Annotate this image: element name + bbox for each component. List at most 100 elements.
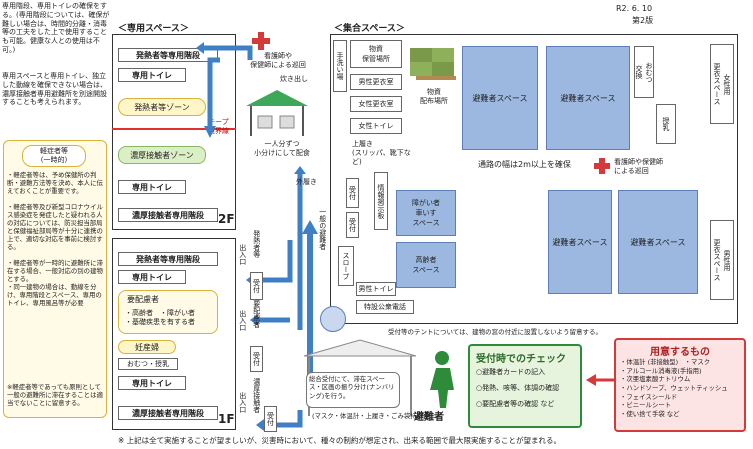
tape-boundary xyxy=(112,128,236,130)
general-route-column: 一般の避難者 xyxy=(318,168,332,318)
private-space-title: ＜専用スペース＞ xyxy=(118,24,189,34)
floor-2f xyxy=(112,34,236,230)
indoor-shoes-note: 上履き (スリッパ、靴下など) xyxy=(352,140,411,166)
tent-note: 受付等のテントについては、建物の窓の付近に設置しないよう留意する。 xyxy=(388,328,603,336)
male-changing-room: 男性更衣室 xyxy=(350,74,402,90)
floor-label-2f: 2F xyxy=(218,212,235,226)
supplies-arrow-icon xyxy=(586,374,614,386)
checklist-item-1: ○避難者カードの記入 xyxy=(476,368,546,376)
supply-item-6: ・ビニールシート xyxy=(620,401,672,410)
common-space-title: ＜集合スペース＞ xyxy=(334,24,405,34)
header-date: R2. 6. 10 xyxy=(616,4,653,13)
reception-fever: 受付 xyxy=(250,272,263,300)
contact-stair-1f: 濃厚接触者専用階段 xyxy=(118,406,218,420)
tape-label: テープ 境界線 xyxy=(208,118,229,135)
tent-callout: 総合受付にて、滞在スペース・区画の振り分け(ナンバリング)を行う。 xyxy=(306,372,400,408)
general-route-label: 一般の避難者 xyxy=(318,208,327,250)
fever-stair-2f: 発熱者等専用階段 xyxy=(118,48,218,62)
toilet-1f-2: 専用トイレ xyxy=(118,376,186,390)
intro-note: 専用階段、専用トイレの確保をする。(専用階段については、確保が難しい場合は、時間… xyxy=(2,2,110,54)
staff-patrol-note: 看護師や 保健師による巡回 xyxy=(250,52,306,69)
checklist-item-2-text: 発熱、咳等、体調の確認 xyxy=(482,384,560,392)
staff-patrol-note-2: 看護師や保健師 による巡回 xyxy=(614,158,663,175)
supply-item-7: ・使い捨て手袋 など xyxy=(620,410,728,419)
toilet-1f-1: 専用トイレ xyxy=(118,270,186,284)
disabled-space: 障がい者 車いす スペース xyxy=(396,190,456,236)
special-phone: 特設公衆電話 xyxy=(356,300,414,314)
floor-label-1f: 1F xyxy=(218,412,235,426)
info-board: 情報掲示板 xyxy=(374,172,388,230)
supplies-list: ・体温計 (非接触型) ・マスク ・アルコール消毒液(手指用) ・次亜塩素酸ナト… xyxy=(620,358,728,418)
wheelchair-icon xyxy=(320,306,346,332)
female-toilet: 女性トイレ xyxy=(350,118,402,134)
cooking-label: 炊き出し xyxy=(280,75,308,83)
route-arrows xyxy=(196,42,306,431)
male-toilet: 男性トイレ xyxy=(356,282,396,296)
fever-zone: 発熱者等ゾーン xyxy=(118,98,206,116)
reception-contact: 受付 xyxy=(264,406,277,432)
route-fever: 発熱者等 xyxy=(252,230,261,258)
supply-storage: 物資 保管場所 xyxy=(350,40,402,68)
cooking-tent-icon xyxy=(246,90,308,136)
care-title: 要配慮者 xyxy=(127,295,159,304)
contact-zone: 濃厚接触者ゾーン xyxy=(118,146,206,164)
care-area: 要配慮者 ・高齢者 ・障がい者 ・基礎疾患を有する者 xyxy=(118,290,218,334)
red-cross-icon xyxy=(250,30,274,54)
mild-case-body: ・軽症者等は、予め保健所の判断・避難方法等を決め、本人に伝えておくことが重要です… xyxy=(7,171,103,307)
contact-stair-2f: 濃厚接触者専用階段 xyxy=(118,208,218,222)
evacuee-icon xyxy=(430,351,454,408)
mild-case-title: 軽症者等 (一時的) xyxy=(22,145,86,167)
evac-space-3: 避難者スペース xyxy=(548,190,612,294)
route-contact: 濃厚接触者 xyxy=(252,378,261,413)
fever-stair-1f: 発熱者等専用階段 xyxy=(118,252,218,266)
outside-shoes-label: 外履き xyxy=(296,178,317,186)
checklist-item-3-text: 要配慮者等の確認 xyxy=(482,400,539,408)
floor-1f xyxy=(112,238,236,430)
portion-note: 一人分ずつ 小分けにして配食 xyxy=(254,140,310,157)
diaper-room-1f: おむつ・授乳 xyxy=(118,358,178,370)
slope: スロープ xyxy=(338,246,354,286)
supply-item-3: ・次亜塩素酸ナトリウム xyxy=(620,375,691,384)
nursing-room: 授乳 xyxy=(656,104,676,144)
checklist-title: 受付時でのチェック xyxy=(476,354,566,365)
care-items: ・高齢者 ・障がい者 ・基礎疾患を有する者 xyxy=(125,309,195,326)
route-care: 要配慮者 xyxy=(252,300,261,328)
footer-note: ※ 上記は全て実施することが望ましいが、災害時において、種々の制約が想定され、出… xyxy=(118,436,561,445)
reception-a: 受付 xyxy=(346,178,359,208)
second-note: 専用スペースと専用トイレ、独立した動線を確保できない場合は、濃厚接触者専用避難所… xyxy=(2,72,107,107)
route-exit-1: 出入口 xyxy=(238,244,247,265)
supplies-title: 用意するもの xyxy=(650,347,710,358)
distribution-point: 物資 配布場所 xyxy=(420,88,448,105)
diaper-room: おむつ 交換 xyxy=(634,46,654,98)
header-edition: 第2版 xyxy=(632,16,654,25)
male-changing-space: 男性用 更衣スペース xyxy=(710,220,734,300)
toilet-2f-2: 専用トイレ xyxy=(118,180,186,194)
checklist-item-1-text: 避難者カードの記入 xyxy=(482,368,546,376)
checklist-item-3: ○要配慮者等の確認 など xyxy=(476,400,555,408)
evac-space-1: 避難者スペース xyxy=(462,46,538,150)
mild-case-box: 軽症者等 (一時的) ・軽症者等は、予め保健所の判断・避難方法等を決め、本人に伝… xyxy=(3,140,107,418)
checklist-box: 受付時でのチェック ○避難者カードの記入 ○発熱、咳等、体調の確認 ○要配慮者等… xyxy=(468,344,582,428)
route-exit-2: 出入口 xyxy=(238,310,247,331)
tent-callout-text: 総合受付にて、滞在スペース・区画の振り分け(ナンバリング)を行う。 xyxy=(309,375,395,400)
supplies-box: 用意するもの ・体温計 (非接触型) ・マスク ・アルコール消毒液(手指用) ・… xyxy=(614,338,746,432)
mild-case-footer: ※軽症者等であっても原則として一般の避難所に滞在することは適当でないことに留意す… xyxy=(7,383,103,407)
hand-wash: 手洗い場 xyxy=(333,40,347,92)
female-changing-space: 女性用 更衣スペース xyxy=(710,44,734,124)
toilet-2f-1: 専用トイレ xyxy=(118,68,186,82)
common-space-area xyxy=(330,34,738,324)
evac-space-4: 避難者スペース xyxy=(618,190,698,294)
female-changing-room: 女性更衣室 xyxy=(350,96,402,112)
evacuee-label: 避難者 xyxy=(414,412,444,423)
supply-item-7-text: ・使い捨て手袋 xyxy=(620,409,665,418)
checklist-etc: など xyxy=(540,400,555,408)
red-cross-icon-2 xyxy=(594,158,610,174)
aisle-note: 通路の幅は2m以上を確保 xyxy=(478,160,571,169)
supply-item-1: ・体温計 (非接触型) ・マスク xyxy=(620,358,711,366)
reception-b: 受付 xyxy=(346,212,359,238)
pregnant-zone: 妊産婦 xyxy=(118,340,176,354)
supply-item-2: ・アルコール消毒液(手指用) xyxy=(620,366,702,375)
supplies-etc: など xyxy=(666,409,680,418)
supply-boxes-icon xyxy=(410,48,456,80)
reception-care: 受付 xyxy=(250,346,263,372)
